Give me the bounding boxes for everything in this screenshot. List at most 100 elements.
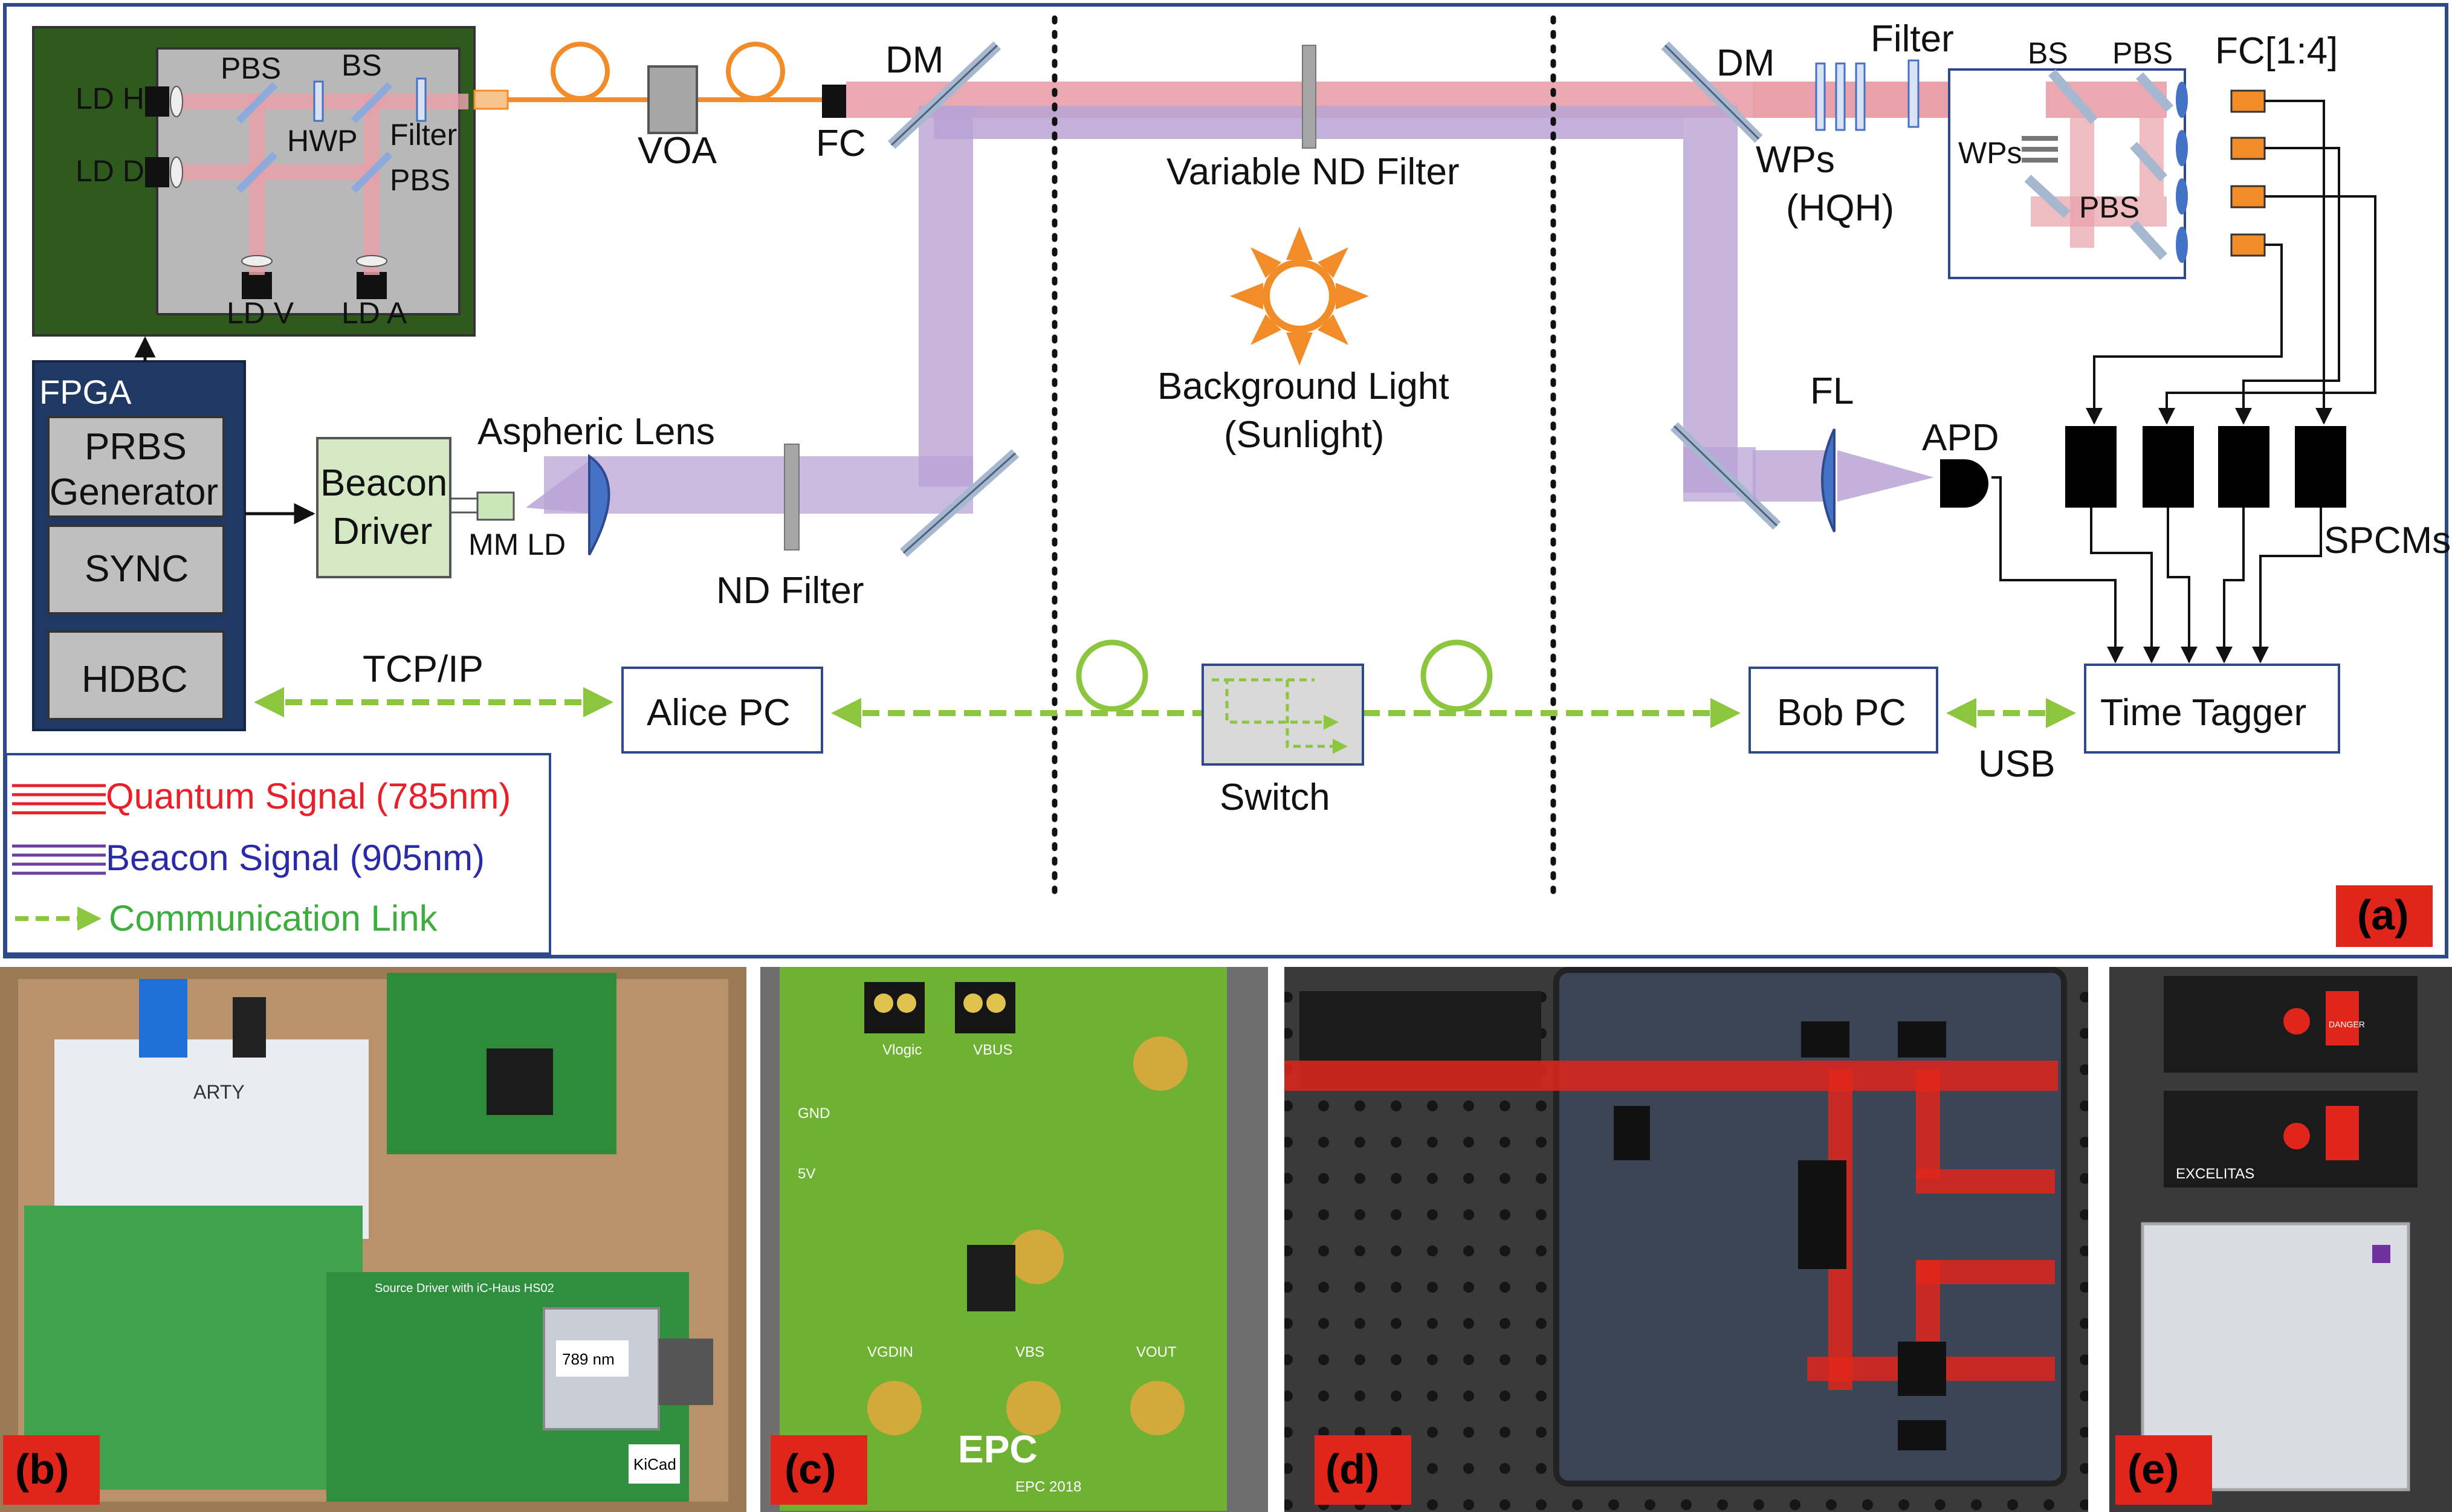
panel-d-photo: (d)	[1284, 967, 2088, 1512]
pbs-top-element	[236, 82, 278, 124]
bs-element	[351, 82, 393, 124]
beacon-beam-left-vertical	[919, 106, 973, 486]
beacon-cone	[526, 456, 595, 514]
spcm-4	[2295, 426, 2346, 508]
panel-b-789nm: 789 nm	[562, 1350, 615, 1368]
legend: Quantum Signal (785nm) Beacon Signal (90…	[5, 753, 551, 955]
voa-label: VOA	[638, 130, 717, 172]
receiver-filter	[1907, 59, 1920, 128]
receiver-pbs-inner-label: PBS	[2079, 190, 2140, 224]
panel-e-danger-1: DANGER	[2329, 1019, 2365, 1029]
pbs-top-label: PBS	[221, 51, 281, 85]
polarization-analyzer: BS PBS WPs PBS	[1948, 36, 2188, 279]
fc-connector	[822, 85, 846, 118]
fl-lens	[1821, 428, 1836, 532]
apd-detector-icon	[1940, 459, 1988, 508]
receiver-bs-mirror	[2048, 69, 2098, 124]
alice-pc-box	[621, 667, 823, 754]
fc4	[2230, 233, 2266, 257]
beam-overlay-branch-1	[1916, 1169, 2055, 1194]
background-light-label: Background Light	[1157, 366, 1449, 407]
usb-label: USB	[1978, 743, 2055, 785]
panel-e-photo: DANGER EXCELITAS (e)	[2109, 967, 2452, 1512]
time-tagger-label: Time Tagger	[2100, 692, 2306, 734]
pbs-bottom-label: PBS	[390, 163, 450, 197]
panel-c-vbs: VBS	[1015, 1344, 1044, 1360]
panel-e-excelitas: EXCELITAS	[2176, 1166, 2254, 1182]
panel-a: LD H LD D LD V LD A PBS BS HWP Filter PB…	[3, 3, 2451, 958]
hwp-label: HWP	[287, 124, 358, 158]
panel-c-vout: VOUT	[1136, 1344, 1177, 1360]
fpga-module: FPGA PRBS Generator SYNC HDBC	[32, 360, 246, 731]
wps-label: WPs	[1756, 139, 1835, 181]
beacon-driver-label-2: Driver	[332, 511, 432, 552]
receiver-pbs-mirror	[2024, 175, 2071, 218]
receiver-wps-inner-label: WPs	[1958, 136, 2022, 170]
panel-c-vbus: VBUS	[973, 1042, 1012, 1058]
dm-right-label: DM	[1716, 42, 1774, 84]
mm-ld-label: MM LD	[468, 528, 566, 561]
variable-nd-label: Variable ND Filter	[1166, 151, 1460, 193]
spcm-3	[2218, 426, 2269, 508]
bob-pc-label: Bob PC	[1777, 692, 1906, 734]
variable-nd-filter	[1302, 45, 1316, 149]
panel-c-gnd: GND	[798, 1105, 830, 1122]
panel-b-board-text: Source Driver with iC-Haus HS02	[375, 1282, 554, 1295]
fiber-loop-icon	[1076, 639, 1148, 712]
panel-b-arty: ARTY	[193, 1081, 245, 1103]
generator-label: Generator	[50, 471, 218, 513]
sun-icon	[1230, 227, 1369, 366]
aspheric-lens-label: Aspheric Lens	[477, 411, 715, 453]
fc3	[2230, 185, 2266, 208]
bob-pc-box	[1748, 667, 1938, 754]
ld-d-label: LD D	[76, 154, 144, 188]
switch-label: Switch	[1220, 777, 1330, 818]
alice-pc-label: Alice PC	[647, 692, 791, 734]
legend-quantum-label: Quantum Signal (785nm)	[106, 776, 511, 816]
nd-filter	[784, 444, 800, 551]
waveplates-hqh	[1815, 62, 1866, 131]
panel-c-photo: Vlogic VBUS GND 5V VGDIN VBS VOUT EPC EP…	[760, 967, 1268, 1512]
lens-icon	[588, 454, 610, 555]
panel-c-5v: 5V	[798, 1166, 815, 1182]
ld-h-label: LD H	[76, 82, 144, 115]
panel-a-tag: (a)	[2357, 891, 2409, 939]
spcms-label: SPCMs	[2324, 520, 2451, 561]
time-tagger-box	[2084, 664, 2340, 754]
panel-c-tag: (c)	[784, 1446, 836, 1493]
filter-label: Filter	[390, 118, 457, 152]
fpga-title: FPGA	[39, 373, 132, 411]
panel-c-vgdin: VGDIN	[867, 1344, 913, 1360]
sunlight-label: (Sunlight)	[1224, 414, 1384, 456]
legend-beacon-label: Beacon Signal (905nm)	[106, 838, 485, 878]
panel-b-photo: Source Driver with iC-Haus HS02 789 nm K…	[0, 967, 746, 1512]
dm-left-label: DM	[885, 39, 943, 81]
ld-v-label: LD V	[227, 296, 294, 330]
pbs-bottom-element	[351, 151, 393, 193]
panel-a-tag-bg	[2336, 885, 2433, 947]
prbs-label: PRBS	[85, 426, 187, 468]
beacon-driver-label-1: Beacon	[320, 462, 447, 504]
fc-label: FC	[816, 123, 866, 164]
legend-quantum-swatch	[12, 784, 106, 815]
beacon-driver-box	[316, 437, 451, 578]
tcp-ip-label: TCP/IP	[363, 648, 484, 690]
panel-b-tag: (b)	[15, 1446, 69, 1493]
panel-b-kicad: KiCad	[633, 1455, 676, 1473]
legend-beacon-swatch	[12, 844, 106, 875]
legend-comm-label: Communication Link	[109, 898, 438, 939]
ld-h-diode	[145, 86, 169, 117]
spcm-2	[2143, 426, 2194, 508]
panel-c-epc-logo: EPC	[958, 1427, 1038, 1471]
sync-label: SYNC	[85, 548, 189, 590]
hdbc-label: HDBC	[82, 659, 188, 700]
beacon-beam-right-vertical	[1683, 106, 1738, 493]
beacon-beam-lower-left	[544, 456, 973, 514]
fc2	[2230, 137, 2266, 160]
voa-box	[647, 65, 698, 134]
ld-v-diode	[242, 272, 272, 299]
beam-overlay-main	[1284, 1061, 2058, 1091]
ld-d-diode	[145, 157, 169, 187]
mm-ld-box	[476, 491, 515, 521]
